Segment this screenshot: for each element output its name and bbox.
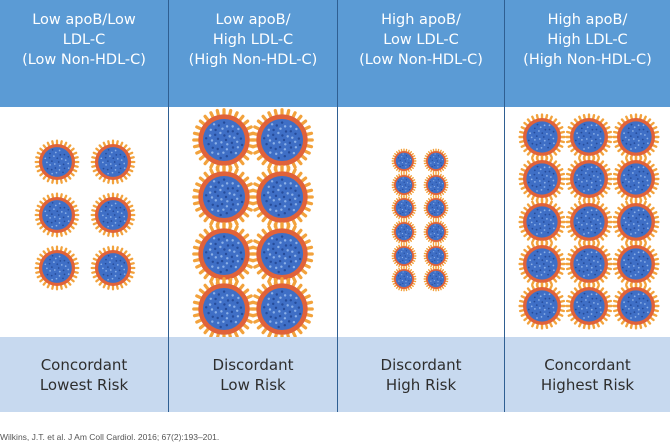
lipoprotein-particle	[192, 222, 256, 286]
column-header: High apoB/ Low LDL-C (Low Non-HDL-C)	[338, 0, 504, 107]
header-line: High apoB/	[381, 11, 461, 28]
header-line: Low apoB/Low	[32, 11, 136, 28]
particle-grid	[34, 139, 136, 291]
lipoprotein-particle	[192, 165, 256, 229]
lipoprotein-particle	[34, 192, 80, 238]
column-header: Low apoB/Low LDL-C (Low Non-HDL-C)	[0, 0, 168, 107]
lipoprotein-particle	[612, 113, 660, 161]
header-line: Low apoB/	[215, 11, 291, 28]
risk-label: Low Risk	[220, 375, 286, 394]
lipoprotein-particle	[518, 240, 566, 288]
lipoprotein-particle	[423, 172, 449, 198]
lipoprotein-particle	[391, 266, 417, 292]
header-line: (Low Non-HDL-C)	[22, 51, 146, 68]
lipoprotein-particle	[391, 243, 417, 269]
header-line: (Low Non-HDL-C)	[359, 51, 483, 68]
lipoprotein-particle	[192, 277, 256, 337]
particle-grid	[192, 108, 314, 337]
header-line: LDL-C	[62, 31, 106, 48]
lipoprotein-discordance-figure: Low apoB/Low LDL-C (Low Non-HDL-C) Conco…	[0, 0, 670, 412]
column-footer: Discordant High Risk	[338, 337, 504, 412]
lipoprotein-particle	[250, 277, 314, 337]
lipoprotein-particle	[250, 165, 314, 229]
risk-label: Highest Risk	[540, 375, 635, 394]
particle-panel	[0, 107, 168, 337]
header-line: High LDL-C	[212, 31, 294, 48]
lipoprotein-particle	[518, 113, 566, 161]
lipoprotein-particle	[423, 266, 449, 292]
lipoprotein-particle	[90, 192, 136, 238]
lipoprotein-particle	[250, 222, 314, 286]
particle-panel	[505, 107, 670, 337]
risk-label: Lowest Risk	[39, 375, 129, 394]
lipoprotein-particle	[423, 195, 449, 221]
lipoprotein-particle	[612, 240, 660, 288]
lipoprotein-particle	[612, 282, 660, 330]
column-footer: Concordant Lowest Risk	[0, 337, 168, 412]
risk-label: Concordant	[40, 355, 128, 374]
lipoprotein-particle	[565, 113, 613, 161]
lipoprotein-particle	[34, 139, 80, 185]
lipoprotein-particle	[565, 240, 613, 288]
header-line: (High Non-HDL-C)	[523, 51, 652, 68]
lipoprotein-particle	[90, 139, 136, 185]
column-low-apob-high-ldlc: Low apoB/ High LDL-C (High Non-HDL-C) Di…	[169, 0, 338, 412]
particle-panel	[338, 107, 504, 337]
column-low-apob-low-ldlc: Low apoB/Low LDL-C (Low Non-HDL-C) Conco…	[0, 0, 169, 412]
lipoprotein-particle	[565, 198, 613, 246]
header-line: Low LDL-C	[383, 31, 459, 48]
lipoprotein-particle	[250, 108, 314, 172]
particle-panel	[169, 107, 337, 337]
citation: Wilkins, J.T. et al. J Am Coll Cardiol. …	[0, 432, 220, 442]
header-line: High apoB/	[547, 11, 628, 28]
lipoprotein-particle	[423, 148, 449, 174]
column-high-apob-high-ldlc: High apoB/ High LDL-C (High Non-HDL-C) C…	[505, 0, 670, 412]
lipoprotein-particle	[565, 155, 613, 203]
lipoprotein-particle	[612, 198, 660, 246]
lipoprotein-particle	[518, 155, 566, 203]
lipoprotein-particle	[423, 219, 449, 245]
lipoprotein-particle	[518, 282, 566, 330]
header-line: (High Non-HDL-C)	[188, 51, 318, 68]
risk-label: High Risk	[385, 375, 457, 394]
lipoprotein-particle	[391, 195, 417, 221]
risk-label: Discordant	[380, 355, 462, 374]
lipoprotein-particle	[192, 108, 256, 172]
column-high-apob-low-ldlc: High apoB/ Low LDL-C (Low Non-HDL-C) Dis…	[338, 0, 505, 412]
lipoprotein-particle	[90, 245, 136, 291]
header-line: High LDL-C	[547, 31, 628, 48]
lipoprotein-particle	[518, 198, 566, 246]
column-footer: Discordant Low Risk	[169, 337, 337, 412]
lipoprotein-particle	[391, 148, 417, 174]
lipoprotein-particle	[391, 172, 417, 198]
lipoprotein-particle	[612, 155, 660, 203]
lipoprotein-particle	[34, 245, 80, 291]
lipoprotein-particle	[423, 243, 449, 269]
column-header: High apoB/ High LDL-C (High Non-HDL-C)	[505, 0, 670, 107]
column-header: Low apoB/ High LDL-C (High Non-HDL-C)	[169, 0, 337, 107]
lipoprotein-particle	[391, 219, 417, 245]
lipoprotein-particle	[565, 282, 613, 330]
risk-label: Concordant	[544, 355, 631, 374]
particle-grid	[518, 113, 660, 330]
particle-grid	[391, 148, 449, 292]
column-footer: Concordant Highest Risk	[505, 337, 670, 412]
risk-label: Discordant	[212, 355, 294, 374]
